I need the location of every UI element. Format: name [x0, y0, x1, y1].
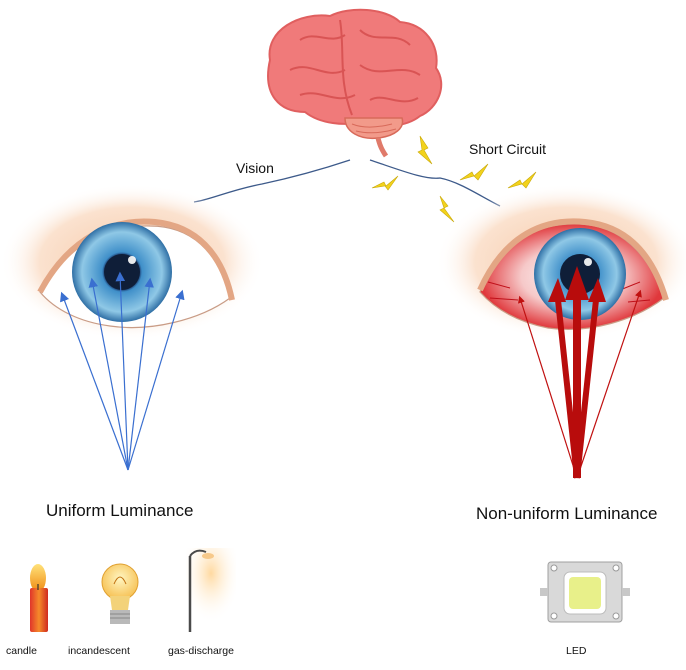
- incandescent-label: incandescent: [68, 645, 130, 657]
- led-chip-icon: [540, 562, 630, 622]
- led-label: LED: [566, 645, 586, 657]
- candle-label: candle: [6, 645, 37, 657]
- left-eye-icon: [0, 184, 264, 340]
- short-circuit-label: Short Circuit: [469, 141, 546, 157]
- nonuniform-luminance-label: Non-uniform Luminance: [476, 504, 657, 524]
- vision-label: Vision: [236, 160, 274, 176]
- uniform-luminance-label: Uniform Luminance: [46, 501, 193, 521]
- gas-discharge-lamp-icon: [186, 548, 236, 632]
- candle-icon: [30, 564, 48, 632]
- brain-icon: [268, 10, 441, 156]
- gas-discharge-label: gas-discharge: [168, 645, 234, 657]
- incandescent-bulb-icon: [102, 564, 138, 624]
